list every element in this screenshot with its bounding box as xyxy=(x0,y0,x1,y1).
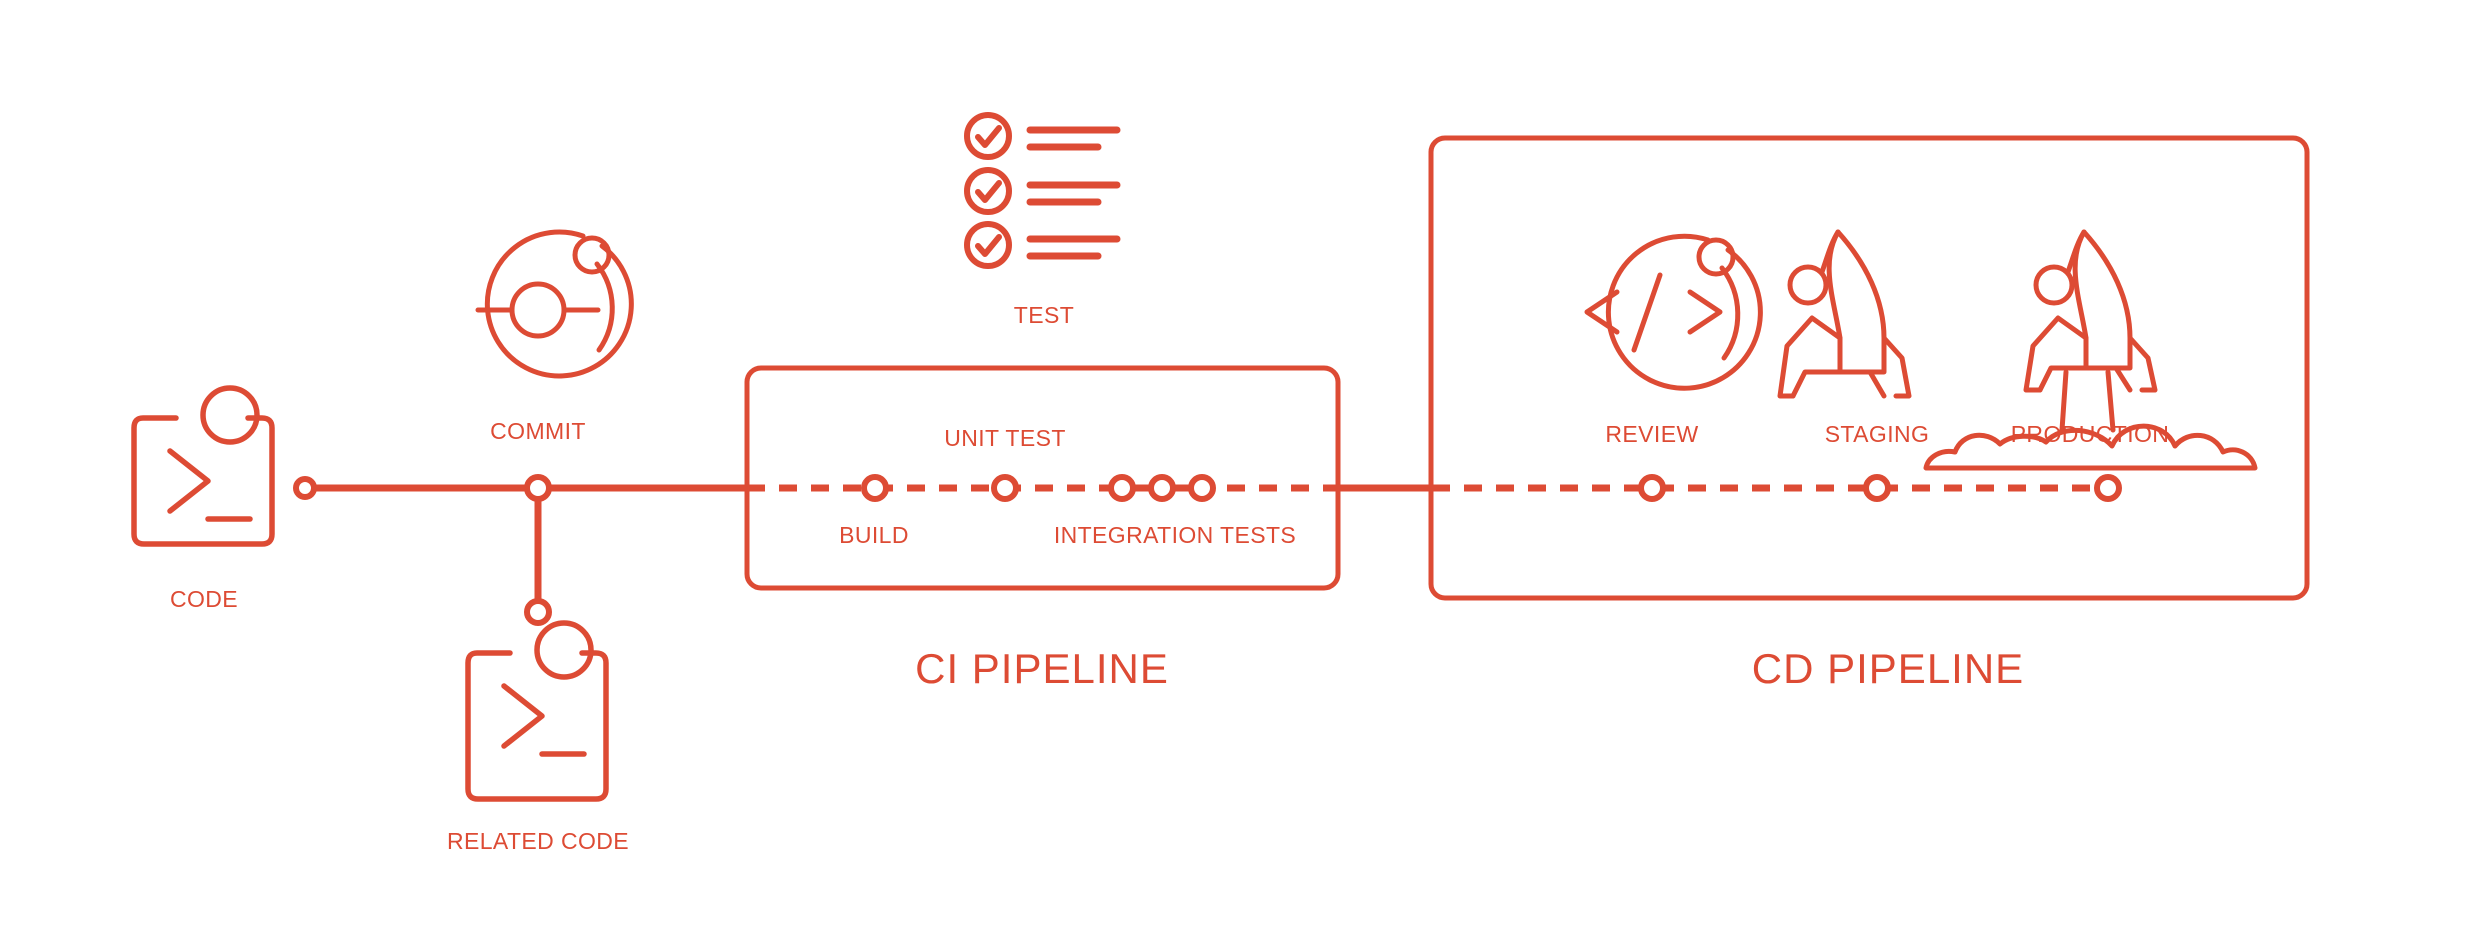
launch-smoke-cloud-icon xyxy=(1923,423,2258,471)
rail-node-production xyxy=(2094,474,2122,502)
rail-node-integration-3 xyxy=(1188,474,1216,502)
commit-orbit-dot-icon xyxy=(572,235,612,275)
build-label: BUILD xyxy=(839,522,909,548)
integration-tests-label: INTEGRATION TESTS xyxy=(1054,522,1296,548)
review-orbit-dot-icon xyxy=(1696,237,1736,277)
production-rocket-launch-icon-group xyxy=(1923,229,2258,471)
unit-test-label: UNIT TEST xyxy=(944,425,1066,451)
rail-node-build xyxy=(861,474,889,502)
cd-pipeline-box xyxy=(1428,135,2310,601)
test-checklist-icon-group xyxy=(964,112,1121,269)
code-icon-group xyxy=(131,385,275,547)
rail-node-unit-test xyxy=(991,474,1019,502)
staging-label: STAGING xyxy=(1825,421,1930,447)
ci-pipeline-box xyxy=(744,365,1341,591)
rail-node-related-code xyxy=(524,598,552,626)
cd-pipeline-title: CD PIPELINE xyxy=(1752,645,2024,692)
rail-node-integration-2 xyxy=(1148,474,1176,502)
rail-node-start xyxy=(293,476,317,500)
ci-pipeline-title: CI PIPELINE xyxy=(915,645,1169,692)
commit-icon-group xyxy=(475,229,634,379)
production-label: PRODUCTION xyxy=(2011,421,2170,447)
staging-rocket-icon-group xyxy=(1777,229,1912,399)
review-label: REVIEW xyxy=(1605,421,1698,447)
rail-node-review xyxy=(1638,474,1666,502)
review-icon-group xyxy=(1584,233,1763,391)
related-code-badge-icon xyxy=(534,620,594,680)
production-rocket-window-icon xyxy=(2033,264,2075,306)
code-label: CODE xyxy=(170,586,238,612)
rail-node-commit xyxy=(524,474,552,502)
terminal-code-badge-icon xyxy=(200,385,260,445)
test-label: TEST xyxy=(1014,302,1074,328)
commit-label: COMMIT xyxy=(490,418,586,444)
staging-rocket-window-icon xyxy=(1787,264,1829,306)
related-code-label: RELATED CODE xyxy=(447,828,629,854)
related-code-icon-group xyxy=(465,620,609,802)
rail-node-staging xyxy=(1863,474,1891,502)
rail-node-integration-1 xyxy=(1108,474,1136,502)
